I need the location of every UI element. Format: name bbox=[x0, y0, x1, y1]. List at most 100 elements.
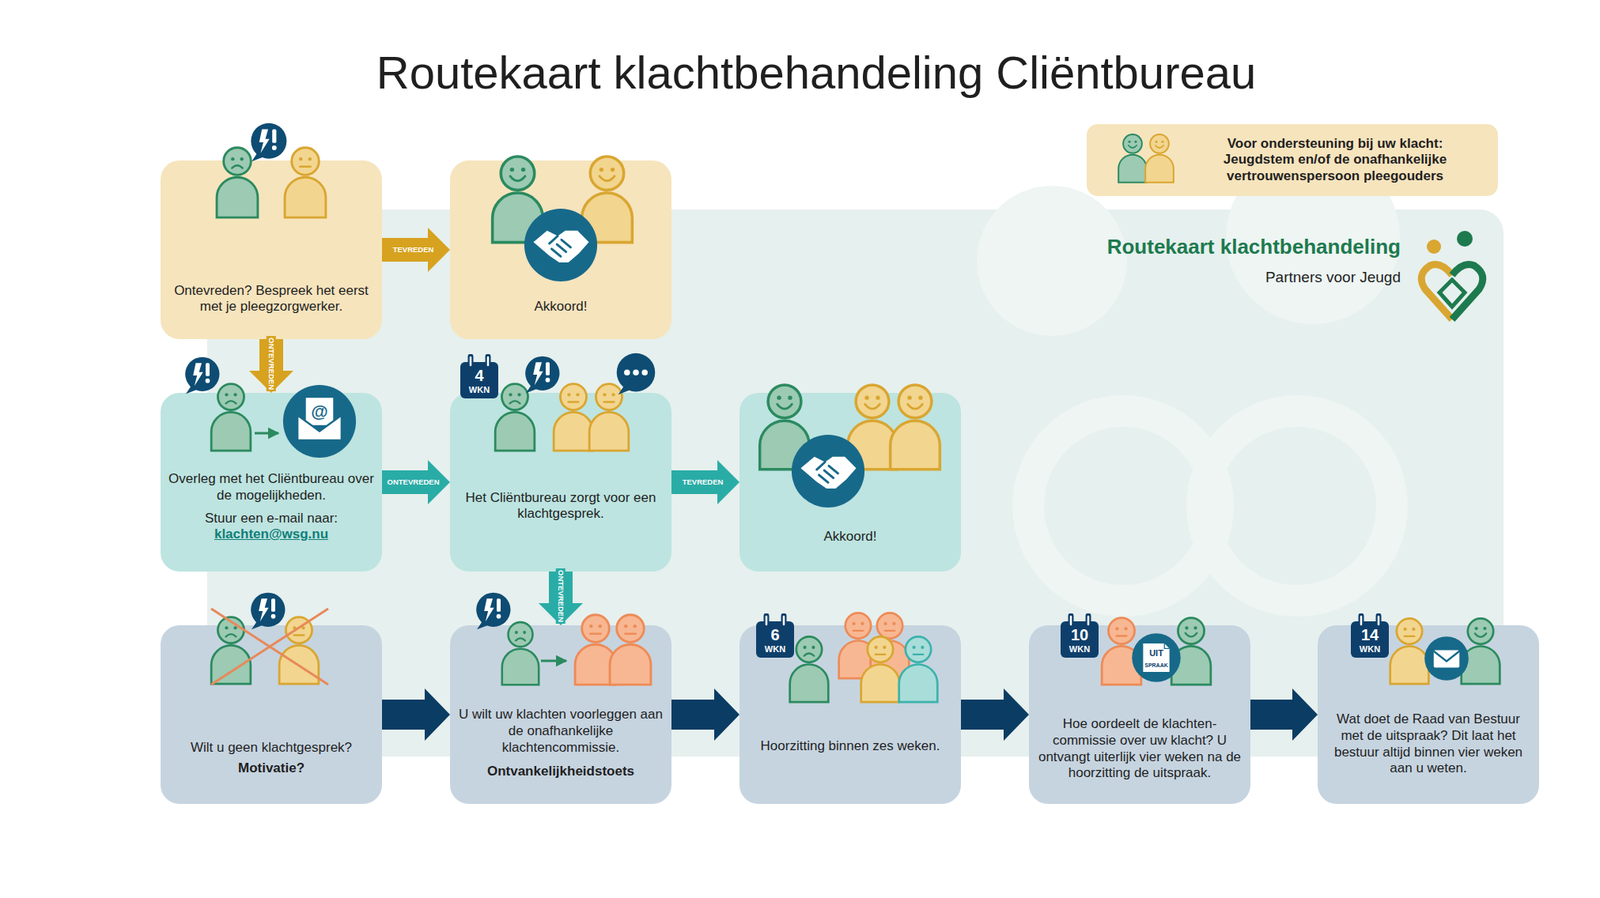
box-fill bbox=[450, 160, 672, 340]
block-arrow bbox=[382, 227, 451, 273]
people-icons bbox=[890, 385, 941, 470]
people-icons bbox=[211, 617, 251, 685]
background-panel bbox=[1202, 411, 1392, 602]
people-icons bbox=[791, 434, 865, 508]
people-icons bbox=[502, 622, 539, 685]
people-icons bbox=[1060, 616, 1099, 659]
people-icons bbox=[476, 593, 511, 631]
step-text: Akkoord! bbox=[533, 298, 587, 316]
box-fill bbox=[739, 393, 961, 572]
box-fill bbox=[160, 160, 383, 340]
block-arrow bbox=[1250, 688, 1318, 742]
page-title: Routekaart klachtbehandeling Cliëntburea… bbox=[376, 45, 1256, 99]
people-icons bbox=[254, 432, 279, 435]
people-icons bbox=[185, 357, 220, 395]
background-panel bbox=[207, 150, 1504, 757]
people-icons bbox=[899, 636, 939, 703]
step-text: Ontevreden? Bespreek het eerst met je pl… bbox=[168, 283, 375, 316]
arrow-label: TEVREDEN bbox=[680, 477, 726, 488]
people-icons bbox=[756, 616, 795, 659]
people-icons bbox=[589, 384, 629, 452]
week-unit: WKN bbox=[469, 385, 490, 395]
email-link: klachten@wsg.nu bbox=[214, 526, 329, 544]
logo bbox=[1426, 239, 1442, 254]
week-number: 10 bbox=[1070, 627, 1089, 644]
step-text: Overleg met het Cliëntbureau over de mog… bbox=[168, 471, 375, 504]
step-box: Ontevreden? Bespreek het eerst met je pl… bbox=[160, 160, 383, 340]
people-icons bbox=[525, 356, 560, 394]
box-fill bbox=[1086, 124, 1498, 197]
people-icons bbox=[284, 147, 326, 218]
step-box: Wat doet de Raad van Bestuur met de uits… bbox=[1317, 625, 1540, 805]
week-number: 14 bbox=[1361, 627, 1379, 644]
people-icons bbox=[1350, 616, 1389, 659]
people-icons bbox=[861, 636, 901, 703]
step-box: Wilt u geen klachtgesprek? Motivatie? bbox=[160, 625, 383, 805]
people-icons bbox=[790, 636, 829, 703]
people-icons bbox=[1145, 134, 1174, 183]
people-icons bbox=[460, 356, 499, 399]
arrow-label: ONTEVREDEN bbox=[556, 568, 566, 625]
step-text: Hoorzitting binnen zes weken. bbox=[760, 738, 941, 756]
people-icons bbox=[250, 593, 285, 631]
step-box: Het Cliëntbureau zorgt voor een klachtge… bbox=[450, 393, 672, 572]
support-note: Voor ondersteuning bij uw klacht: Jeugds… bbox=[1086, 124, 1498, 197]
logo bbox=[1421, 230, 1483, 320]
people-icons bbox=[495, 384, 535, 452]
email-symbol: @ bbox=[310, 403, 328, 421]
box-fill bbox=[160, 625, 383, 805]
logo bbox=[1456, 230, 1473, 247]
block-arrow bbox=[960, 688, 1029, 742]
week-number: 4 bbox=[474, 367, 484, 384]
step-text: Wilt u geen klachtgesprek? bbox=[190, 740, 352, 757]
arrow-label: TEVREDEN bbox=[391, 245, 436, 255]
block-arrow bbox=[382, 460, 451, 505]
week-unit: WKN bbox=[1359, 645, 1381, 655]
logo bbox=[1439, 279, 1465, 307]
block-arrow bbox=[382, 688, 451, 742]
background-panel bbox=[976, 185, 1128, 337]
box-fill bbox=[160, 124, 1540, 805]
step-text: U wilt uw klachten voorleggen aan de ona… bbox=[457, 707, 664, 757]
panel-heading: Routekaart klachtbehandeling bbox=[1107, 236, 1401, 258]
step-box: Hoe oordeelt de klachten- commissie over… bbox=[1028, 625, 1251, 805]
arrow-label: ONTEVREDEN bbox=[266, 336, 277, 392]
step-box: Overleg met het Cliëntbureau over de mog… bbox=[160, 393, 383, 572]
people-icons bbox=[1424, 636, 1469, 681]
people-icons bbox=[216, 147, 258, 218]
week-unit: WKN bbox=[764, 645, 786, 655]
people-icons bbox=[1118, 134, 1147, 183]
week-number: 6 bbox=[770, 627, 780, 644]
people-icons bbox=[553, 384, 594, 452]
people-icons bbox=[1390, 618, 1430, 685]
step-box: Akkoord! bbox=[450, 160, 672, 340]
step-text: Stuur een e-mail naar: bbox=[204, 510, 338, 528]
step-text: Wat doet de Raad van Bestuur met de uits… bbox=[1325, 711, 1532, 778]
step-box: U wilt uw klachten voorleggen aan de ona… bbox=[450, 625, 672, 805]
step-text: Akkoord! bbox=[823, 529, 877, 546]
step-text: Het Cliëntbureau zorgt voor een klachtge… bbox=[457, 490, 664, 523]
step-text: Hoe oordeelt de klachten- commissie over… bbox=[1036, 716, 1243, 783]
people-icons bbox=[524, 208, 598, 282]
people-icons bbox=[283, 385, 356, 458]
step-text: Voor ondersteuning bij uw klacht: Jeugds… bbox=[1212, 136, 1458, 184]
step-text: Ontvankelijkheidstoets bbox=[487, 764, 635, 781]
people-icons bbox=[250, 123, 287, 163]
verdict-icon-text: SPRAAK bbox=[1144, 662, 1169, 669]
arrow-label: ONTEVREDEN bbox=[385, 477, 442, 488]
people-icons bbox=[1131, 633, 1181, 682]
people-icons bbox=[211, 608, 329, 685]
people-icons bbox=[609, 615, 651, 685]
people-icons bbox=[540, 660, 567, 663]
people-icons bbox=[185, 123, 1500, 703]
logo bbox=[1452, 264, 1483, 321]
people-icons bbox=[616, 353, 656, 395]
block-arrow bbox=[671, 460, 740, 505]
people-icons bbox=[211, 384, 251, 452]
verdict-icon-text: UIT bbox=[1149, 649, 1164, 659]
logo bbox=[1421, 264, 1453, 321]
step-text: Motivatie? bbox=[238, 760, 305, 778]
block-arrow bbox=[671, 688, 740, 742]
step-box: Akkoord! bbox=[739, 393, 961, 572]
panel-subheading: Partners voor Jeugd bbox=[1265, 269, 1401, 285]
